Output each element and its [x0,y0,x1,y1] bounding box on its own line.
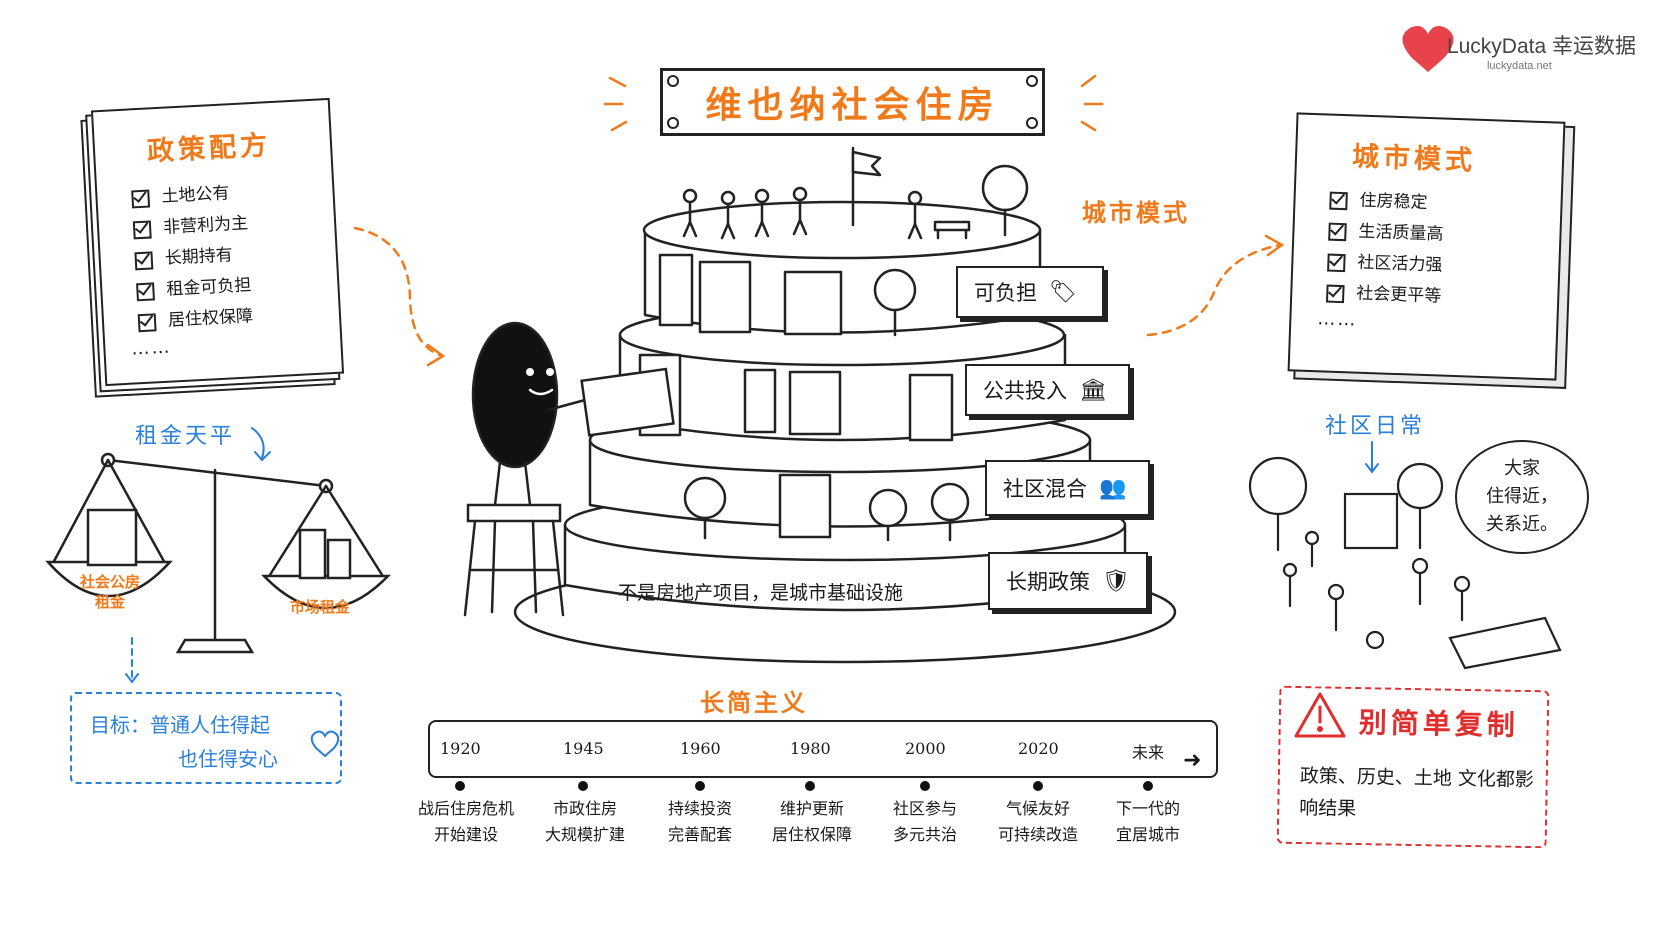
balance-scale-icon [45,452,391,654]
checkbox-icon [1327,253,1346,272]
heart-icon [310,730,340,758]
community-label: 社区日常 [1325,414,1426,439]
timeline-event: 维护更新居住权保障 [771,799,852,844]
timeline-year: 2020 [1018,739,1059,758]
checkbox-icon [137,312,157,332]
goal-box: 目标：普通人住得起 也住得安心 [70,692,342,784]
checkbox-icon [1329,191,1348,210]
city-card: 城市模式 住房稳定 生活质量高 社区活力强 社会更平等 …… [1287,112,1566,381]
cake-base-text: 不是房地产项目，是城市基础设施 [618,582,904,604]
timeline-year: 1945 [563,739,604,758]
social-rent-label: 社会公房租金 [79,573,140,611]
timeline-ruler [428,720,1218,778]
warning-box: 别简单复制 政策、历史、土地 文化都影响结果 [1276,685,1550,849]
brand-url: luckydata.net [1486,60,1552,72]
checkbox-icon [134,250,154,270]
page-title-text: 维也纳社会住房 [705,84,1000,126]
timeline-dot [805,781,815,791]
brand-logo-icon [1402,26,1454,72]
community-scene-icon [1248,456,1562,670]
policy-card: 政策配方 土地公有 非营利为主 长期持有 租金可负担 居住权保障 …… [90,97,345,387]
timeline-dot [455,781,465,791]
group-people-icon: 👥 [1099,475,1127,501]
market-rent-label: 市场租金 [290,598,351,616]
timeline-event: 持续投资完善配套 [667,799,732,844]
timeline-year: 未来 [1132,743,1165,762]
sign-long-term-policy: 长期政策🛡 [988,552,1148,610]
character-icon [463,321,675,617]
warning-body: 政策、历史、土地 文化都影响结果 [1299,765,1535,821]
timeline-title: 长简主义 [700,688,808,717]
checkbox-icon [136,281,155,301]
policy-card-heading: 政策配方 [146,130,272,168]
timeline-event: 下一代的宜居城市 [1115,799,1180,844]
government-building-icon: 🏛 [1079,377,1107,403]
timeline-event: 市政住房大规模扩建 [544,799,625,844]
people-top-icon [682,186,923,240]
brand-name: LuckyData 幸运数据 [1446,35,1636,58]
checkbox-icon [1326,284,1345,303]
timeline-year: 1980 [790,739,831,758]
warning-title: 别简单复制 [1358,706,1520,742]
brand: LuckyData 幸运数据 luckydata.net [1447,30,1636,72]
timeline-event: 战后住房危机开始建设 [417,799,514,844]
timeline-dot [920,781,930,791]
sign-community-mix: 社区混合👥 [985,460,1150,516]
rent-balance-label: 租金天平 [135,424,236,449]
sign-affordable: 可负担🏷 [956,266,1104,318]
checkbox-icon [132,219,152,239]
timeline-year: 1960 [680,739,721,758]
timeline-event: 社区参与多元共治 [892,799,957,844]
goal-line1: 目标：普通人住得起 [90,713,270,737]
timeline-dot [1033,781,1043,791]
timeline-year: 2000 [905,739,946,758]
page-title: 维也纳社会住房 [660,68,1045,136]
goal-line2: 也住得安心 [178,747,278,771]
city-card-heading: 城市模式 [1351,141,1477,177]
speech-bubble: 大家 住得近， 关系近。 [1455,440,1589,554]
checkbox-icon [131,189,151,208]
timeline-dot [578,781,588,791]
timeline-event: 气候友好可持续改造 [997,799,1078,844]
timeline-dot [1143,781,1153,791]
timeline-year: 1920 [440,739,481,758]
warning-icon [1294,692,1346,738]
timeline-dot [695,781,705,791]
sign-public-investment: 公共投入🏛 [965,364,1130,416]
price-tag-icon: 🏷 [1049,279,1077,305]
arrow-right-icon: ➜ [1183,748,1202,773]
checkbox-icon [1328,222,1347,241]
city-mode-label: 城市模式 [1082,198,1190,227]
document-shield-icon: 🛡 [1102,568,1130,594]
